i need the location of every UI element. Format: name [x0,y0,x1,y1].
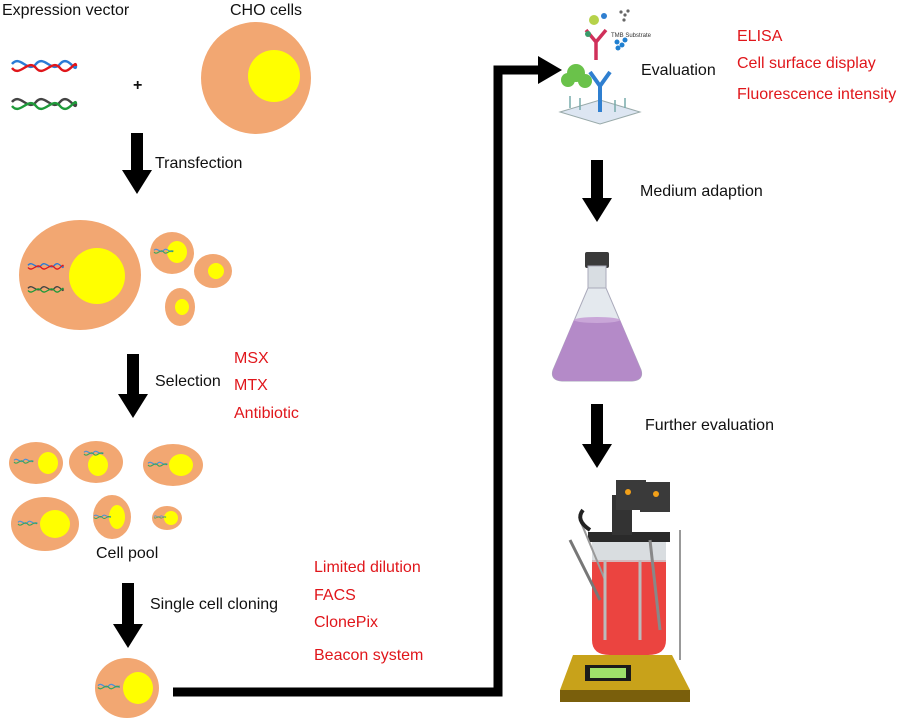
further-evaluation-label: Further evaluation [645,417,774,434]
culture-flask-icon [551,252,643,382]
selection-agent-msx: MSX [234,350,269,367]
plus-sign: + [133,77,143,94]
elisa-illustration-icon [558,9,642,125]
cell-pool [9,441,203,551]
medium-adaption-arrow [582,160,612,222]
cloning-method-facs: FACS [314,587,356,604]
expression-vector-label: Expression vector [2,2,130,19]
transfected-cell-large [19,220,141,330]
cloning-arrow [113,583,143,648]
selection-label: Selection [155,373,221,390]
transfection-label: Transfection [155,155,243,172]
evaluation-method-fluorescence-intensity: Fluorescence intensity [737,86,897,103]
cho-cell [201,22,311,134]
selection-arrow [118,354,148,418]
cloning-method-clonepix: ClonePix [314,614,379,631]
single-clone-cell [95,658,159,718]
tmb-substrate-label: TMB Substrate [611,33,652,39]
transfected-cell-small [150,232,232,326]
selection-agent-mtx: MTX [234,377,268,394]
cell-pool-label: Cell pool [96,545,159,562]
selection-agent-antibiotic: Antibiotic [234,405,299,422]
cloning-method-limited-dilution: Limited dilution [314,559,421,576]
cho-cells-label: CHO cells [230,2,303,19]
medium-adaption-label: Medium adaption [640,183,763,200]
cloning-method-beacon-system: Beacon system [314,647,424,664]
further-evaluation-arrow [582,404,612,468]
transfection-arrow [122,133,152,194]
bioreactor-icon [560,480,690,702]
evaluation-method-cell-surface-display: Cell surface display [737,55,876,72]
expression-vector-dna-icon [10,59,78,111]
evaluation-method-elisa: ELISA [737,28,783,45]
single-cell-cloning-label: Single cell cloning [150,596,279,613]
evaluation-label: Evaluation [641,62,716,79]
connector-arrow [173,56,562,697]
